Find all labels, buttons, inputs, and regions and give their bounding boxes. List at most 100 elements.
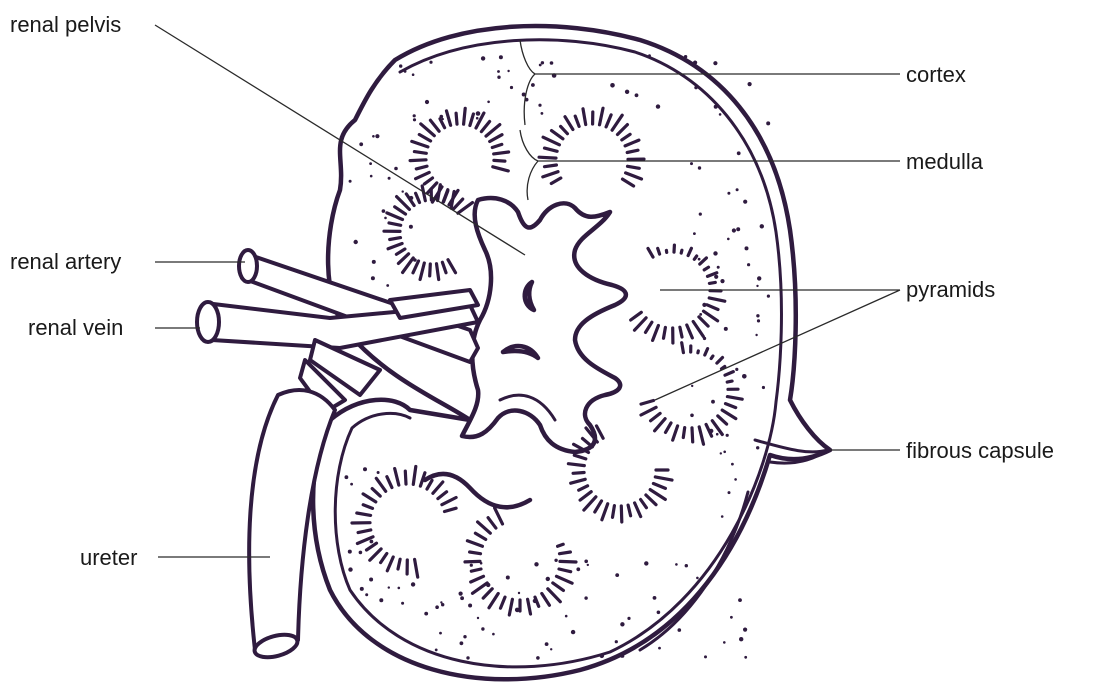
pyramid-striation xyxy=(420,263,424,280)
cortex-dot xyxy=(717,266,720,269)
pyramid-striation xyxy=(438,492,447,499)
pyramid-striation xyxy=(628,166,640,168)
pyramid-striation xyxy=(464,108,466,124)
pyramid-striation xyxy=(558,544,564,546)
pyramid-striation xyxy=(387,477,392,488)
cortex-dot xyxy=(371,276,375,280)
pyramid-striation xyxy=(575,116,579,126)
renal-artery-opening xyxy=(239,250,257,282)
pyramid-striation xyxy=(501,597,506,608)
pyramid-striation xyxy=(595,501,602,512)
cortex-dot xyxy=(363,467,367,471)
pyramid-striation xyxy=(574,455,586,459)
cortex-dot xyxy=(546,577,550,581)
pyramid-striation xyxy=(664,327,666,338)
cortex-dot xyxy=(424,612,428,616)
cortex-dot xyxy=(716,433,719,436)
pyramid-striation xyxy=(725,372,733,376)
cortex-dot xyxy=(481,56,485,60)
pyramid-striation xyxy=(447,111,451,125)
cortex-dot xyxy=(534,562,538,566)
cortex-dot xyxy=(714,105,718,109)
pyramid-striation xyxy=(395,469,399,486)
pyramid-striation xyxy=(410,160,426,161)
cortex-dot xyxy=(696,577,699,580)
cortex-dot xyxy=(571,630,575,634)
pyramid-striation xyxy=(573,473,584,474)
cortex-dot xyxy=(714,275,718,279)
cortex-dot xyxy=(587,564,589,566)
pyramid-striation xyxy=(416,166,427,169)
pyramid-striation xyxy=(416,193,420,202)
pyramid-striation xyxy=(456,113,457,124)
pyramid-striation xyxy=(387,557,393,571)
pyramid-striation xyxy=(492,144,502,147)
cortex-dot xyxy=(621,655,624,658)
pyramid-striation xyxy=(442,262,446,272)
cortex-dot xyxy=(476,111,481,116)
pyramid-striation xyxy=(653,326,659,341)
pyramid-striation xyxy=(557,576,573,583)
pelvis-crescent-upper xyxy=(525,282,534,310)
pyramid-striation xyxy=(363,505,372,509)
pyramid-striation xyxy=(509,599,512,615)
cortex-dot xyxy=(610,83,615,88)
pyramid-striation xyxy=(618,125,628,135)
cortex-dot xyxy=(377,471,380,474)
pyramid-striation xyxy=(727,397,742,400)
pyramid-striation xyxy=(651,413,661,420)
cortex-dot xyxy=(394,167,398,171)
pyramid-striation xyxy=(709,298,725,301)
cortex-dot xyxy=(413,118,416,121)
cortex-dot xyxy=(653,596,657,600)
pyramid-striation xyxy=(494,160,505,161)
pyramid-striation xyxy=(560,552,571,554)
cortex-dot xyxy=(678,628,682,632)
pyramid-striation xyxy=(700,258,707,264)
cortex-dot xyxy=(375,134,379,138)
pyramid-striation xyxy=(584,497,596,510)
cortex-dot xyxy=(756,314,759,317)
pyramid-striation xyxy=(470,114,474,126)
cortex-dot xyxy=(345,475,349,479)
cortex-dot xyxy=(755,334,757,336)
cortex-dot xyxy=(539,64,542,67)
cortex-dot xyxy=(370,540,374,544)
pyramid-striation xyxy=(722,410,736,419)
pyramid-striation xyxy=(622,134,630,140)
cortex-dot xyxy=(732,228,736,232)
pyramid-striation xyxy=(433,482,443,493)
pyramid-striation xyxy=(440,119,445,128)
pyramid-striation xyxy=(635,318,647,330)
pyramid-striation xyxy=(655,477,672,480)
cortex-dot xyxy=(398,587,401,590)
cortex-dot xyxy=(531,83,535,87)
label-pyramids: pyramids xyxy=(906,277,995,302)
pyramid-striation xyxy=(613,506,615,518)
pyramid-striation xyxy=(396,249,405,254)
pyramid-striation xyxy=(454,199,463,209)
cortex-dot xyxy=(411,582,415,586)
cortex-dot xyxy=(748,82,752,86)
pyramid-striation xyxy=(726,404,736,408)
pyramid-striation xyxy=(481,122,489,132)
pyramid-striation xyxy=(448,260,456,273)
cortex-dot xyxy=(463,635,466,638)
cortex-dot xyxy=(497,76,500,79)
pyramid xyxy=(631,245,725,343)
pyramid-striation xyxy=(495,508,503,524)
cortex-dot xyxy=(737,151,741,155)
cortex-dot xyxy=(735,368,738,371)
pyramid-striation xyxy=(551,178,561,184)
pyramid xyxy=(352,467,456,578)
cortex-dot xyxy=(699,313,702,316)
cortex-dot xyxy=(644,561,648,565)
cortex-dot xyxy=(481,627,484,630)
cortex-dot xyxy=(369,578,373,582)
cortex-dot xyxy=(412,73,415,76)
pyramid-striation xyxy=(372,489,380,497)
cortex-dot xyxy=(379,598,383,602)
cortex-dot xyxy=(698,258,701,261)
kidney-body xyxy=(313,26,830,679)
leader-cortex xyxy=(520,40,900,125)
